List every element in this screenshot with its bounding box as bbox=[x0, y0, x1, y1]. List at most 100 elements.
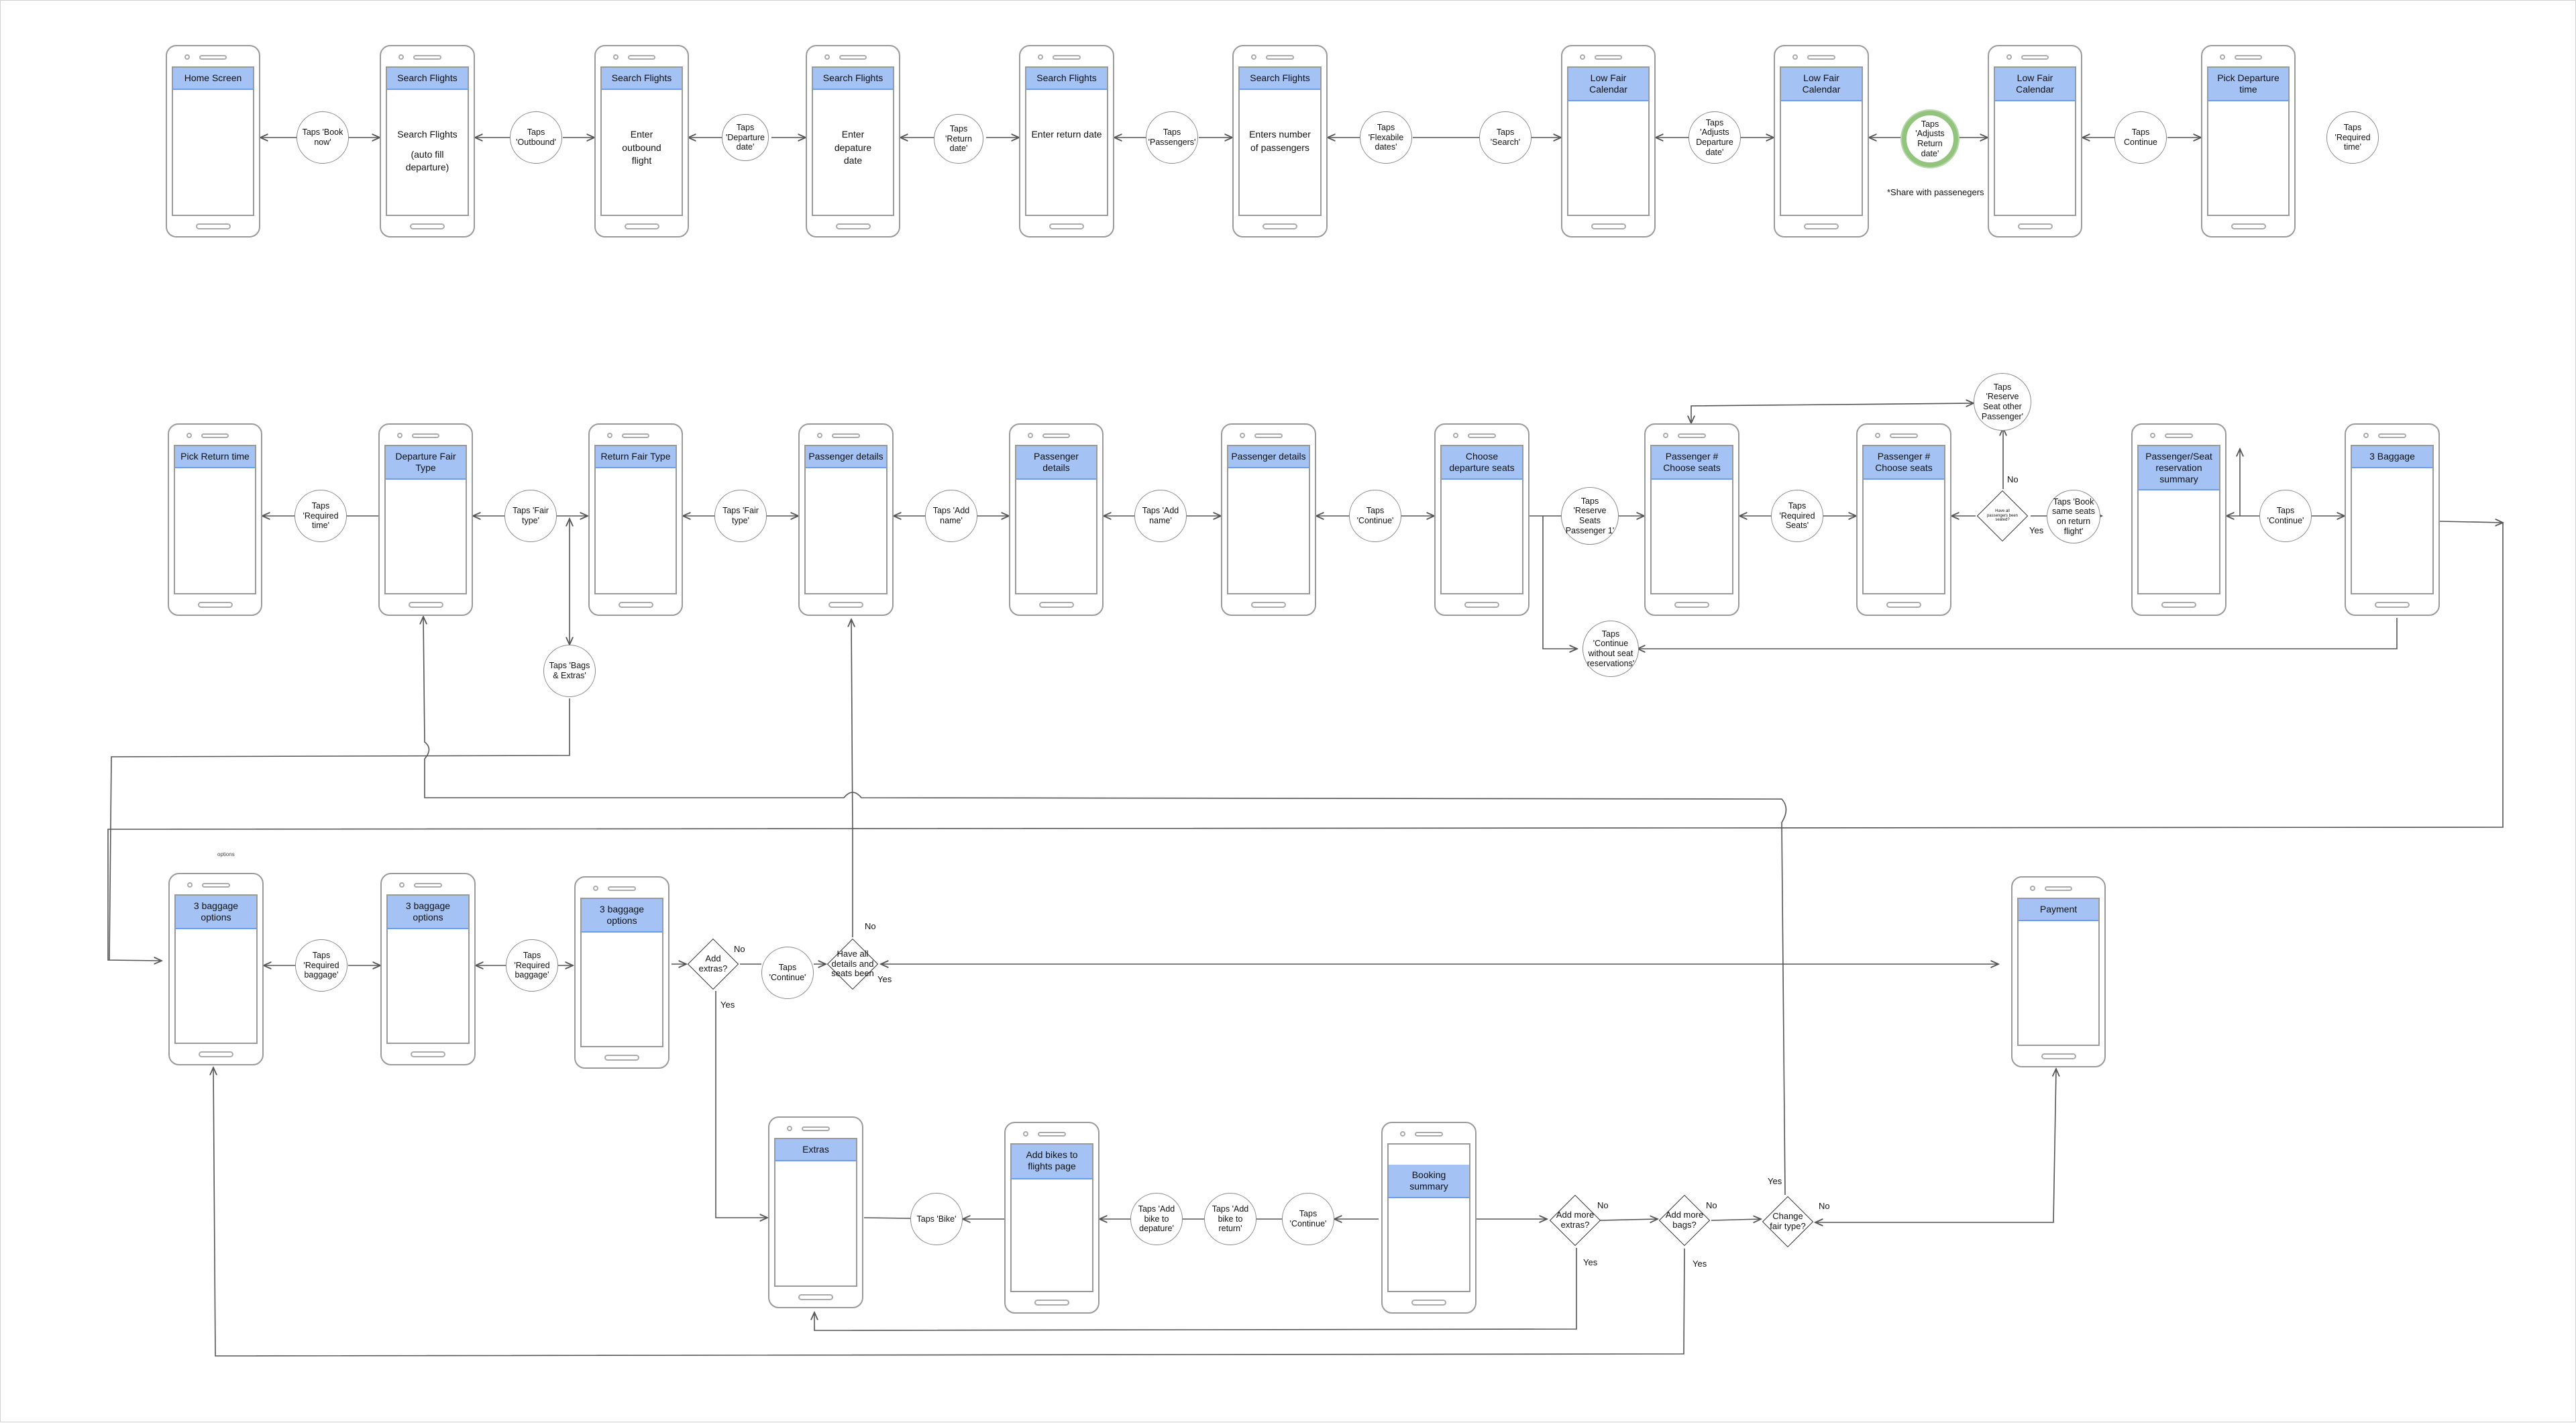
speaker-slot bbox=[802, 1126, 830, 1131]
home-button bbox=[1886, 602, 1921, 608]
phone-booking-summary: Booking summary bbox=[1381, 1122, 1477, 1314]
label-yes: Yes bbox=[1768, 1176, 1782, 1186]
screen-title: Search Flights bbox=[813, 68, 893, 90]
screen: Passenger details bbox=[1015, 445, 1097, 594]
speaker-slot bbox=[1890, 433, 1918, 438]
home-button bbox=[2017, 223, 2053, 229]
phone-3-baggage: 3 Baggage bbox=[2345, 423, 2440, 616]
screen-body: Enter return date bbox=[1031, 129, 1102, 140]
label-yes: Yes bbox=[1693, 1259, 1707, 1269]
speaker-slot bbox=[1266, 55, 1294, 60]
action-bike: Taps 'Bike' bbox=[910, 1193, 963, 1245]
speaker-slot bbox=[201, 433, 229, 438]
speaker-slot bbox=[413, 55, 441, 60]
camera-dot bbox=[1792, 54, 1798, 60]
speaker-slot bbox=[2378, 433, 2406, 438]
phone-pick-departure-time: Pick Departure time bbox=[2201, 45, 2296, 238]
home-button bbox=[410, 223, 445, 229]
speaker-slot bbox=[1468, 433, 1496, 438]
home-button bbox=[197, 602, 233, 608]
phone-low-fair-calendar-1: Low Fair Calendar bbox=[1561, 45, 1656, 238]
camera-dot bbox=[1028, 433, 1033, 438]
action-continue-2: Taps 'Continue' bbox=[1349, 490, 1401, 542]
action-required-seats: Taps 'Required Seats' bbox=[1771, 490, 1823, 542]
action-continue-without-seats: Taps 'Continue without seat reservations… bbox=[1582, 621, 1639, 677]
screen-title: Add bikes to flights page bbox=[1012, 1145, 1092, 1179]
camera-dot bbox=[1875, 433, 1880, 438]
action-reserve-other-passenger: Taps 'Reserve Seat other Passenger' bbox=[1974, 373, 2031, 431]
screen-title: Search Flights bbox=[387, 68, 468, 90]
camera-dot bbox=[1251, 54, 1256, 60]
phone-passenger-details-1: Passenger details bbox=[798, 423, 894, 616]
camera-dot bbox=[1038, 54, 1043, 60]
screen: Search Flights Enters number of passenge… bbox=[1238, 66, 1322, 216]
screen-title: Passenger details bbox=[806, 446, 886, 468]
action-reserve-seats-passenger-1: Taps 'Reserve Seats Passenger 1' bbox=[1561, 487, 1619, 545]
action-required-time-1: Taps 'Required time' bbox=[2326, 111, 2379, 164]
home-button bbox=[1464, 602, 1499, 608]
home-button bbox=[411, 1051, 445, 1057]
screen-title: Passenger # Choose seats bbox=[1864, 446, 1944, 480]
speaker-slot bbox=[414, 883, 442, 888]
camera-dot bbox=[787, 1126, 792, 1131]
home-button bbox=[1804, 223, 1839, 229]
home-button bbox=[408, 602, 443, 608]
camera-dot bbox=[1023, 1131, 1028, 1137]
speaker-slot bbox=[2045, 886, 2072, 891]
decision-text: Have all details and seats been bbox=[831, 948, 874, 979]
screen: Departure Fair Type bbox=[384, 445, 467, 594]
screen-title: Search Flights bbox=[1240, 68, 1320, 90]
screen: Choose departure seats bbox=[1440, 445, 1523, 594]
speaker-slot bbox=[1595, 55, 1622, 60]
screen: Home Screen bbox=[172, 66, 254, 216]
screen: Passenger details bbox=[804, 445, 888, 594]
screen: Low Fair Calendar bbox=[1994, 66, 2076, 216]
screen: Search Flights Enter return date bbox=[1025, 66, 1108, 216]
action-bags-extras: Taps 'Bags & Extras' bbox=[543, 645, 596, 697]
speaker-slot bbox=[2165, 433, 2193, 438]
home-button bbox=[828, 602, 863, 608]
speaker-slot bbox=[839, 55, 867, 60]
phone-low-fair-calendar-2: Low Fair Calendar bbox=[1774, 45, 1869, 238]
camera-dot bbox=[1580, 54, 1585, 60]
screen-title: 3 baggage options bbox=[388, 896, 468, 929]
screen-title: Home Screen bbox=[173, 68, 253, 90]
speaker-slot bbox=[1807, 55, 1835, 60]
action-search: Taps 'Search' bbox=[1479, 111, 1532, 164]
home-button bbox=[624, 223, 659, 229]
camera-dot bbox=[817, 433, 822, 438]
phone-passenger-choose-seats-1: Passenger # Choose seats bbox=[1644, 423, 1739, 616]
phone-extras: Extras bbox=[768, 1116, 863, 1308]
phone-baggage-options-1: 3 baggage options bbox=[168, 873, 264, 1065]
screen: Passenger # Choose seats bbox=[1650, 445, 1733, 594]
camera-dot bbox=[2006, 54, 2012, 60]
label-yes: Yes bbox=[1583, 1257, 1598, 1267]
decision-add-more-bags: Add more bags? bbox=[1658, 1194, 1711, 1247]
speaker-slot bbox=[622, 433, 649, 438]
decision-all-details: Have all details and seats been bbox=[826, 937, 879, 991]
speaker-slot bbox=[412, 433, 439, 438]
screen-title: Search Flights bbox=[1026, 68, 1107, 90]
home-button bbox=[199, 1051, 233, 1057]
home-button bbox=[1251, 602, 1286, 608]
screen-title: Passenger details bbox=[1228, 446, 1309, 468]
speaker-slot bbox=[628, 55, 655, 60]
action-continue: Taps Continue bbox=[2114, 111, 2167, 164]
action-continue-4: Taps 'Continue' bbox=[761, 947, 814, 999]
screen-body: Enter outbound flight bbox=[622, 129, 661, 166]
home-button bbox=[2161, 602, 2196, 608]
options-note: options bbox=[217, 851, 235, 857]
action-add-name-2: Taps 'Add name' bbox=[1134, 490, 1187, 542]
action-adjust-return-highlighted: Taps 'Adjusts Return date' bbox=[1902, 111, 1958, 167]
phone-choose-departure-seats: Choose departure seats bbox=[1434, 423, 1529, 616]
speaker-slot bbox=[1053, 55, 1081, 60]
screen: Passenger details bbox=[1227, 445, 1310, 594]
action-add-name-1: Taps 'Add name' bbox=[925, 490, 977, 542]
decision-text: Have all passengers been seated? bbox=[1986, 509, 2019, 523]
action-continue-3: Taps 'Continue' bbox=[2259, 490, 2312, 542]
screen-title: Pick Departure time bbox=[2208, 68, 2288, 101]
speaker-slot bbox=[832, 433, 860, 438]
decision-text: Add more extras? bbox=[1556, 1210, 1595, 1230]
home-button bbox=[1674, 602, 1709, 608]
camera-dot bbox=[2150, 433, 2155, 438]
